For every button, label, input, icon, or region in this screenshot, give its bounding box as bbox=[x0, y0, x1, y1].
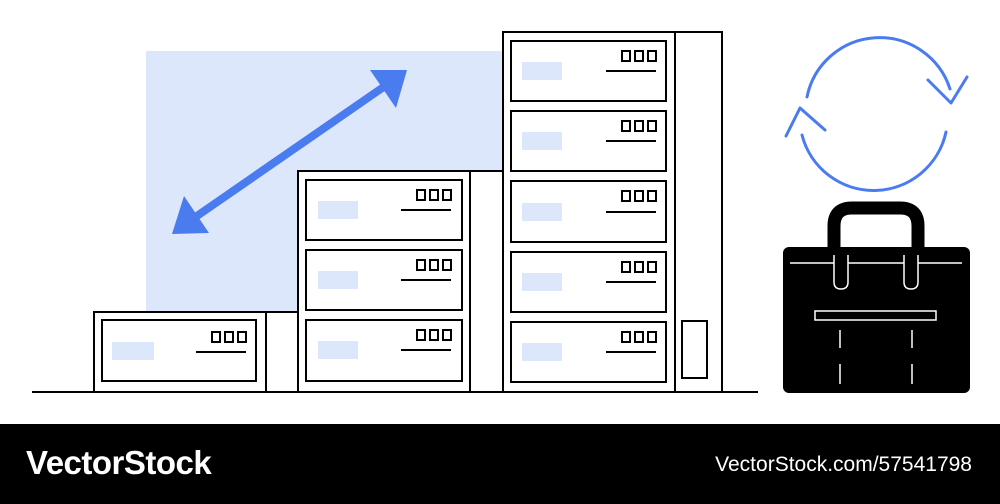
sync-icon bbox=[784, 36, 969, 192]
server-unit bbox=[305, 249, 463, 311]
brand-name: VectorStock bbox=[26, 444, 212, 481]
server-scaling-illustration bbox=[32, 31, 970, 393]
watermark-footer: VectorStock VectorStock.com/57541798 bbox=[0, 424, 1000, 504]
diagonal-double-arrow-icon bbox=[172, 70, 407, 234]
briefcase-icon bbox=[783, 201, 970, 393]
server-unit bbox=[510, 321, 667, 383]
server-unit bbox=[510, 110, 667, 172]
server-unit bbox=[510, 251, 667, 313]
server-tall bbox=[502, 31, 723, 393]
server-medium bbox=[297, 170, 505, 393]
server-unit bbox=[305, 179, 463, 241]
server-unit bbox=[101, 319, 257, 382]
server-unit bbox=[510, 180, 667, 243]
server-small bbox=[93, 311, 299, 393]
rack-side-panel bbox=[681, 320, 708, 379]
server-unit bbox=[510, 40, 667, 102]
server-unit bbox=[305, 319, 463, 382]
image-id-text: VectorStock.com/57541798 bbox=[715, 453, 972, 476]
